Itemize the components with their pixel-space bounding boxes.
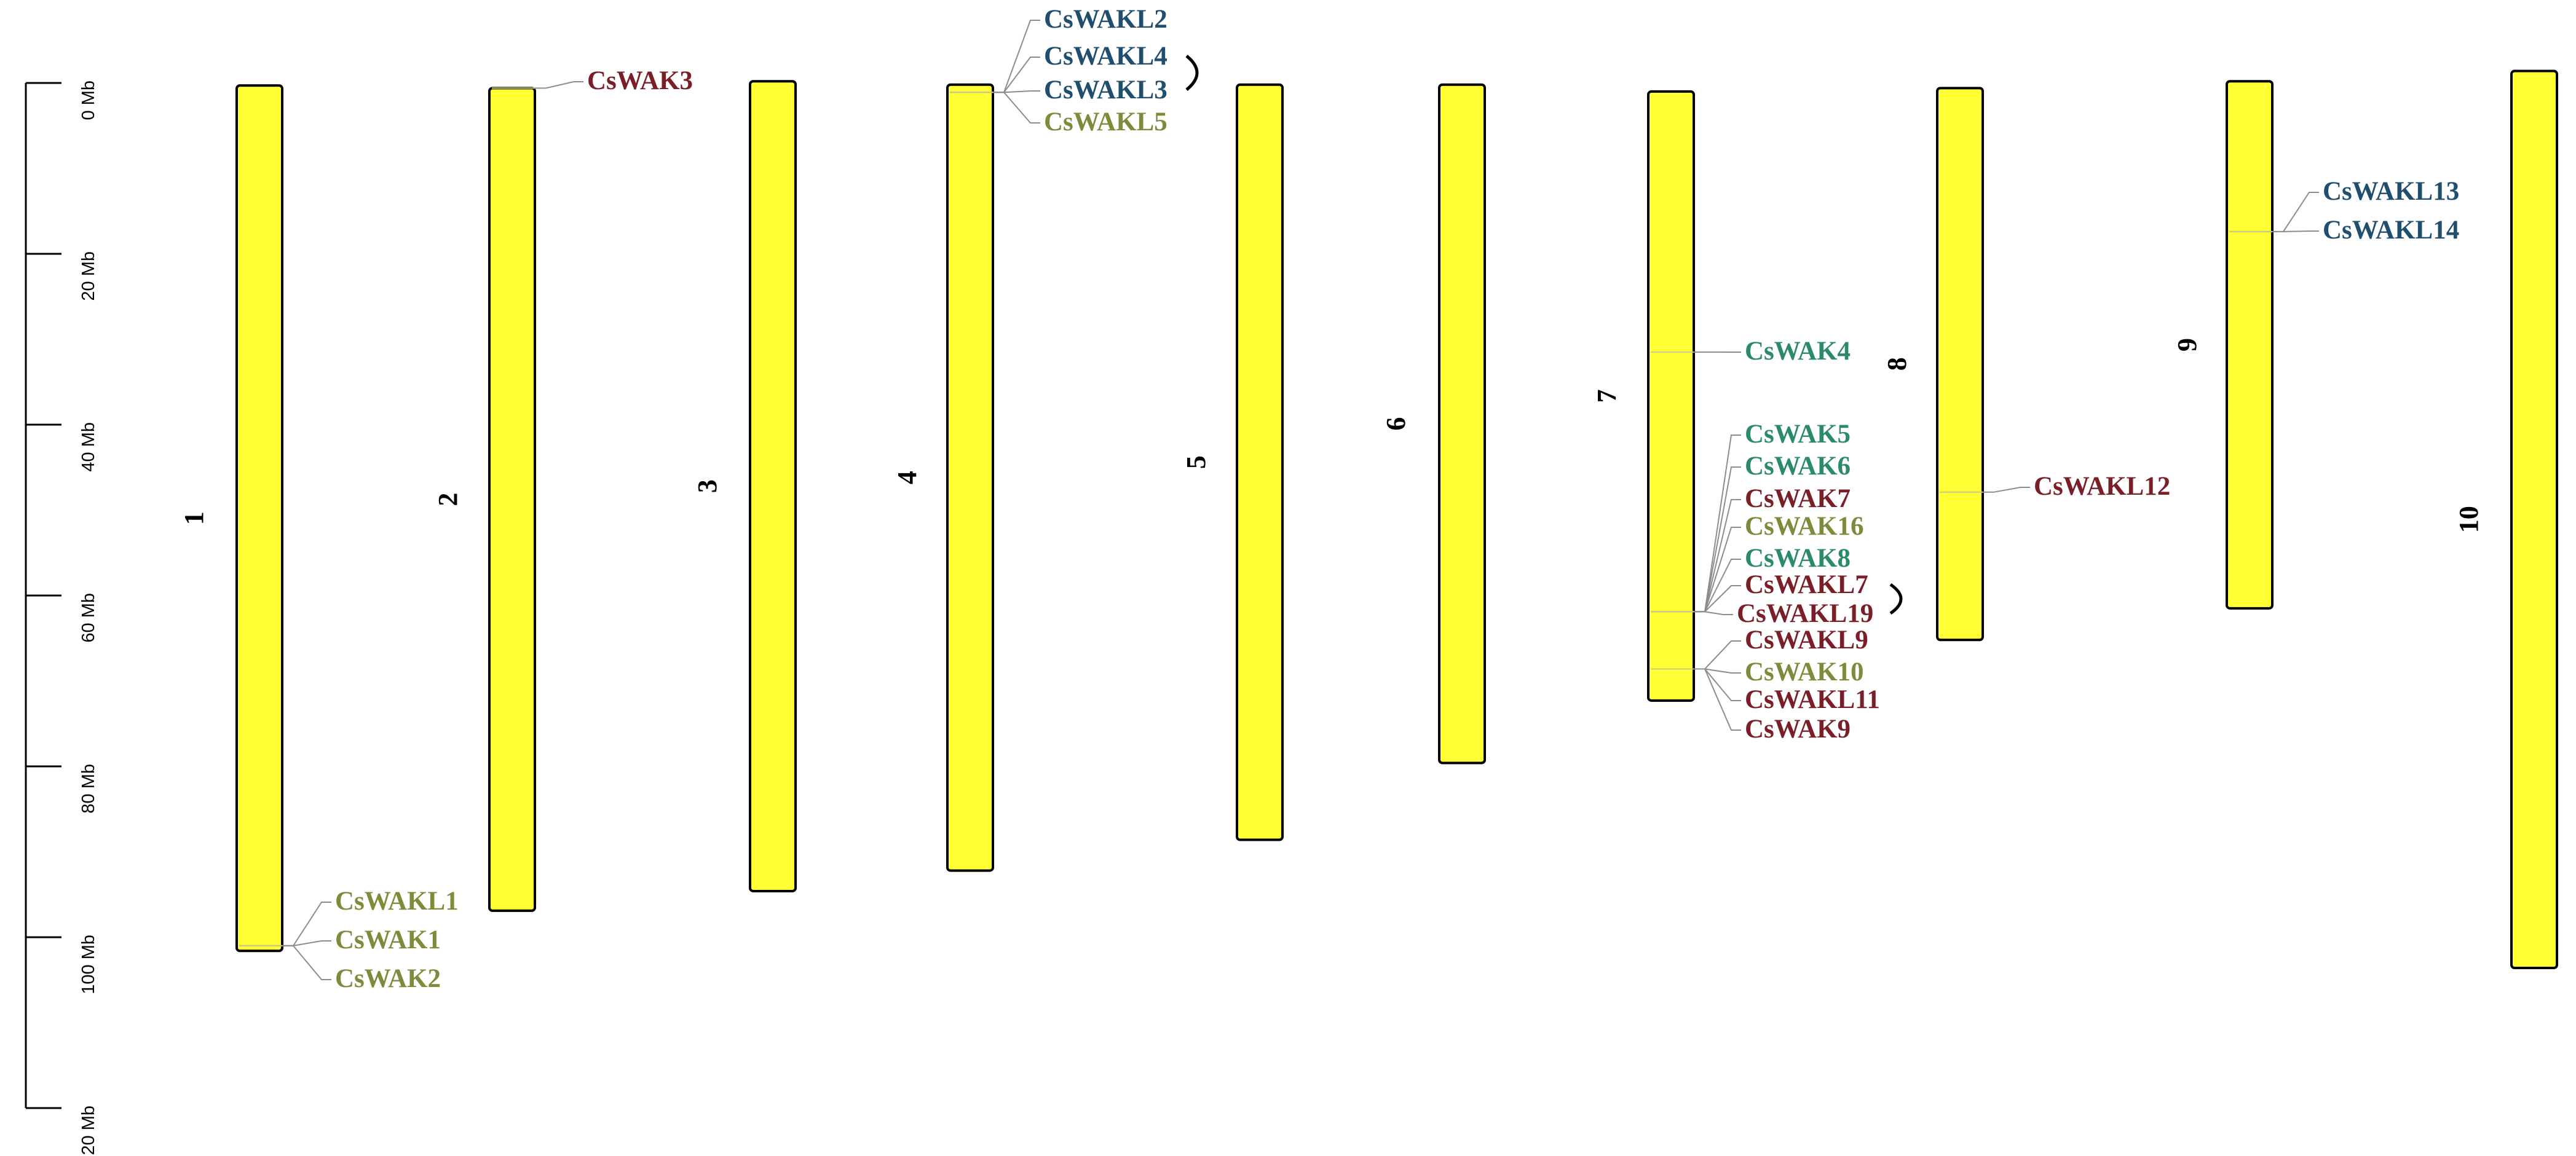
gene-label: CsWAK3: [587, 66, 693, 95]
gene-label: CsWAKL1: [335, 887, 459, 916]
gene-connector-line: [282, 945, 331, 980]
chromosome-6-bar: [1438, 83, 1486, 765]
gene-label: CsWAKL14: [2323, 216, 2459, 245]
scale-bar: 0 Mb 20 Mb 40 Mb 60 Mb 80 Mb 100 Mb 120 Mb: [25, 81, 98, 1156]
gene-label: CsWAK2: [335, 964, 441, 993]
chromosome-7-bar: [1647, 90, 1695, 702]
gene-connector-line: [535, 81, 583, 89]
gene-connector-line: [993, 57, 1040, 93]
chromosome-5-label: 5: [1181, 455, 1211, 469]
gene-connector-line: [993, 92, 1040, 124]
gene-label: CsWAKL13: [2323, 177, 2459, 206]
gene-connector-line: [1694, 668, 1741, 701]
gene-connector-line: [282, 902, 331, 946]
chromosome-4-bar: [946, 83, 994, 872]
chromosome-7-label: 7: [1592, 389, 1622, 403]
scale-tick-label: 40 Mb: [79, 422, 98, 472]
chromosome-1-label: 1: [179, 511, 209, 525]
gene-label: CsWAK7: [1745, 484, 1851, 513]
gene-connector-line: [1983, 487, 2030, 493]
scale-tick-label: 60 Mb: [79, 593, 98, 643]
chromosome-2-bar: [488, 87, 536, 912]
chromosomes: 1 2 3 4 5 6 7 8 9 10: [179, 69, 2558, 970]
scale-tick-label: 100 Mb: [79, 935, 98, 994]
gene-connector-line: [1694, 668, 1741, 731]
gene-label: CsWAK16: [1745, 512, 1864, 541]
chromosome-10-label: 10: [2454, 506, 2484, 533]
chromosome-8-label: 8: [1882, 357, 1912, 371]
gene-label: CsWAKL4: [1044, 42, 1167, 71]
gene-label: CsWAKL3: [1044, 76, 1167, 104]
gene-label: CsWAK9: [1745, 715, 1851, 744]
gene-connector-line: [282, 940, 331, 946]
scale-tick-label: 0 Mb: [79, 81, 98, 120]
gene-label: CsWAKL9: [1745, 626, 1868, 655]
chromosome-2-label: 2: [433, 493, 463, 506]
chromosome-6-label: 6: [1381, 417, 1411, 431]
gene-connector-line: [1694, 585, 1741, 613]
gene-label: CsWAK1: [335, 926, 441, 954]
gene-connector-line: [993, 20, 1040, 93]
tandem-bracket: [1185, 55, 1199, 91]
gene-label: CsWAK5: [1745, 420, 1851, 449]
chromosome-3-label: 3: [692, 479, 722, 493]
gene-connector-line: [1694, 640, 1741, 670]
gene-label: CsWAKL2: [1044, 5, 1167, 34]
gene-label: CsWAKL12: [2034, 472, 2170, 501]
chromosome-8-bar: [1936, 87, 1984, 642]
chromosome-5-bar: [1236, 83, 1284, 841]
chromosome-1-bar: [235, 84, 283, 953]
gene-label: CsWAK10: [1745, 658, 1864, 686]
gene-connector-line: [2272, 192, 2319, 232]
gene-label: CsWAKL5: [1044, 108, 1167, 136]
chromosome-3-bar: [749, 80, 797, 892]
gene-connector-line: [1694, 611, 1733, 615]
scale-tick-label: 80 Mb: [79, 764, 98, 814]
chromosome-9-label: 9: [2172, 338, 2202, 352]
gene-label: CsWAK4: [1745, 337, 1851, 366]
chromosome-10-bar: [2510, 69, 2558, 970]
gene-label: CsWAK6: [1745, 452, 1851, 481]
gene-label: CsWAKL19: [1737, 599, 1873, 628]
chromosome-4-label: 4: [892, 471, 922, 484]
gene-label: CsWAK8: [1745, 544, 1851, 573]
scale-tick-label: 20 Mb: [79, 251, 98, 301]
scale-tick-label: 120 Mb: [79, 1106, 98, 1156]
gene-label: CsWAKL11: [1745, 685, 1880, 714]
gene-connector-line: [1694, 466, 1741, 613]
tandem-bracket: [1889, 583, 1903, 615]
chromosome-9-bar: [2226, 80, 2274, 610]
gene-connector-line: [2272, 230, 2319, 232]
gene-label: CsWAKL7: [1745, 570, 1868, 599]
gene-connector-line: [1694, 499, 1741, 613]
